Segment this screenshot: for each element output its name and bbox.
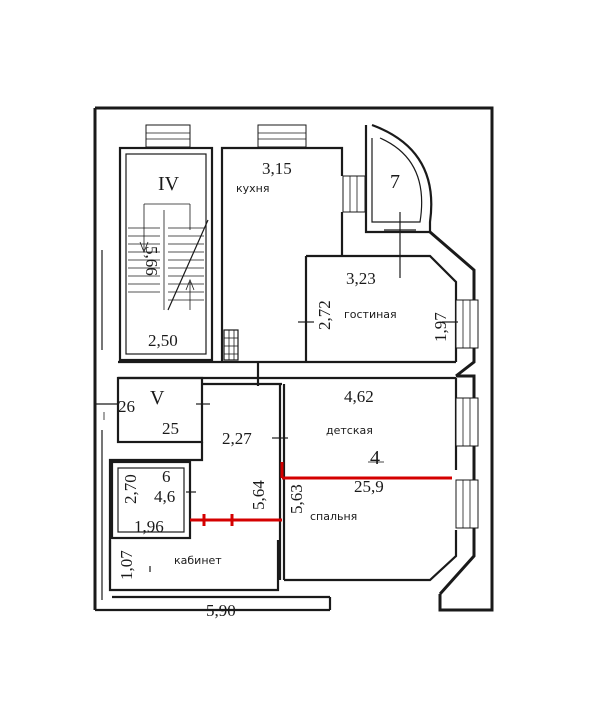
hallway: [108, 382, 288, 580]
room-living: гостиная: [344, 308, 397, 321]
dim-room6-width: 1,96: [134, 517, 164, 536]
kitchen-room: [220, 146, 344, 362]
label-stair-block: IV: [158, 173, 180, 195]
room-kitchen: кухня: [236, 182, 269, 195]
label-vestibule: V: [150, 387, 165, 409]
room-6: [110, 460, 196, 540]
room-bedroom: спальня: [310, 510, 357, 523]
dim-room4-area: 25,9: [354, 477, 384, 496]
dim-hall-length-b: 5,63: [287, 484, 306, 514]
dim-bottom-width: 5,90: [206, 601, 236, 620]
red-partitions: [190, 462, 452, 526]
vestibule-v: [96, 376, 210, 444]
labels: IV 3,15 кухня 7 5,66 2,50 3,23 2,72 гост…: [117, 159, 450, 620]
dim-stair-width: 2,50: [148, 331, 178, 350]
label-room4: 4: [370, 447, 380, 469]
room-kids: детская: [326, 424, 373, 437]
dim-vest-b: 25: [162, 419, 179, 438]
dim-study-depth: 1,07: [117, 550, 136, 580]
label-room6: 6: [162, 467, 171, 486]
dim-kids-width: 4,62: [344, 387, 374, 406]
outer-walls: [93, 106, 494, 612]
dim-living-width: 3,23: [346, 269, 376, 288]
study-room: [108, 540, 280, 592]
living-room: [306, 230, 479, 378]
dim-room6-height: 2,70: [121, 474, 140, 504]
dim-stair-length: 5,66: [142, 246, 161, 276]
stair-block-iv: [118, 146, 214, 362]
dim-living-side: 1,97: [431, 312, 450, 342]
dim-kitchen-width: 3,15: [262, 159, 292, 178]
room-study: кабинет: [174, 554, 222, 567]
kids-bedroom-block: [284, 374, 479, 596]
dim-living-depth: 2,72: [315, 300, 334, 330]
top-windows: [145, 124, 307, 148]
dim-vest-a: 26: [118, 397, 135, 416]
dim-hall-length-a: 5,64: [249, 480, 268, 510]
label-bay: 7: [390, 171, 400, 193]
dim-room6-area: 4,6: [154, 487, 175, 506]
dim-hall-width: 2,27: [222, 429, 252, 448]
stair-steps: [128, 203, 209, 311]
bay-room-7: [342, 123, 433, 278]
